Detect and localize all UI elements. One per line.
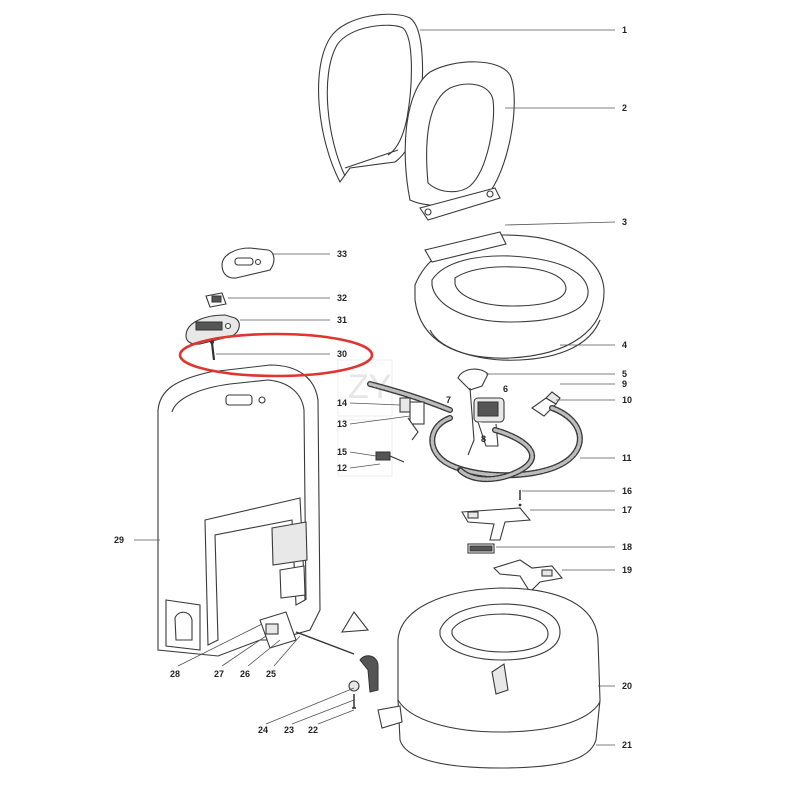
label-24: 24 [258, 725, 268, 735]
label-12: 12 [337, 463, 347, 473]
valve-mechanism [259, 611, 379, 709]
label-29: 29 [114, 535, 124, 545]
panel-cover [221, 247, 275, 279]
label-13: 13 [337, 419, 347, 429]
label-27: 27 [214, 669, 224, 679]
label-3: 3 [622, 217, 627, 227]
waste-tank [377, 587, 601, 769]
label-16: 16 [622, 486, 632, 496]
slide-block [467, 543, 495, 554]
screw [518, 490, 522, 507]
label-18: 18 [622, 542, 632, 552]
label-10: 10 [622, 395, 632, 405]
label-33: 33 [337, 249, 347, 259]
drain-hose [367, 381, 453, 441]
pin [210, 340, 216, 361]
seat-frame [318, 13, 424, 184]
label-25: 25 [266, 669, 276, 679]
housing-shell [157, 364, 321, 657]
label-20: 20 [622, 681, 632, 691]
panel-button [205, 292, 227, 308]
label-22: 22 [308, 725, 318, 735]
label-17: 17 [622, 505, 632, 515]
toilet-bowl [414, 231, 605, 361]
highlight-ellipse [178, 332, 374, 378]
label-28: 28 [170, 669, 180, 679]
slide-bracket [461, 507, 532, 541]
label-19: 19 [622, 565, 632, 575]
inlet-nozzle [531, 391, 561, 417]
slide-plate [492, 559, 564, 593]
label-6: 6 [503, 384, 508, 394]
seat-lid [404, 61, 515, 221]
label-1: 1 [622, 25, 627, 35]
pump-assembly [457, 368, 505, 456]
label-11: 11 [622, 453, 632, 463]
flush-hose [429, 405, 583, 483]
label-26: 26 [240, 669, 250, 679]
label-7: 7 [446, 395, 451, 405]
label-5: 5 [622, 369, 627, 379]
label-21: 21 [622, 740, 632, 750]
label-14: 14 [337, 398, 347, 408]
label-15: 15 [337, 447, 347, 457]
label-4: 4 [622, 340, 627, 350]
label-2: 2 [622, 103, 627, 113]
connector [375, 451, 405, 463]
callouts: 1 2 3 4 5 6 7 8 9 10 11 12 13 14 15 16 1… [114, 25, 632, 750]
label-31: 31 [337, 315, 347, 325]
label-8: 8 [481, 434, 486, 444]
label-23: 23 [284, 725, 294, 735]
label-9: 9 [622, 379, 627, 389]
label-30: 30 [337, 349, 347, 359]
label-32: 32 [337, 293, 347, 303]
